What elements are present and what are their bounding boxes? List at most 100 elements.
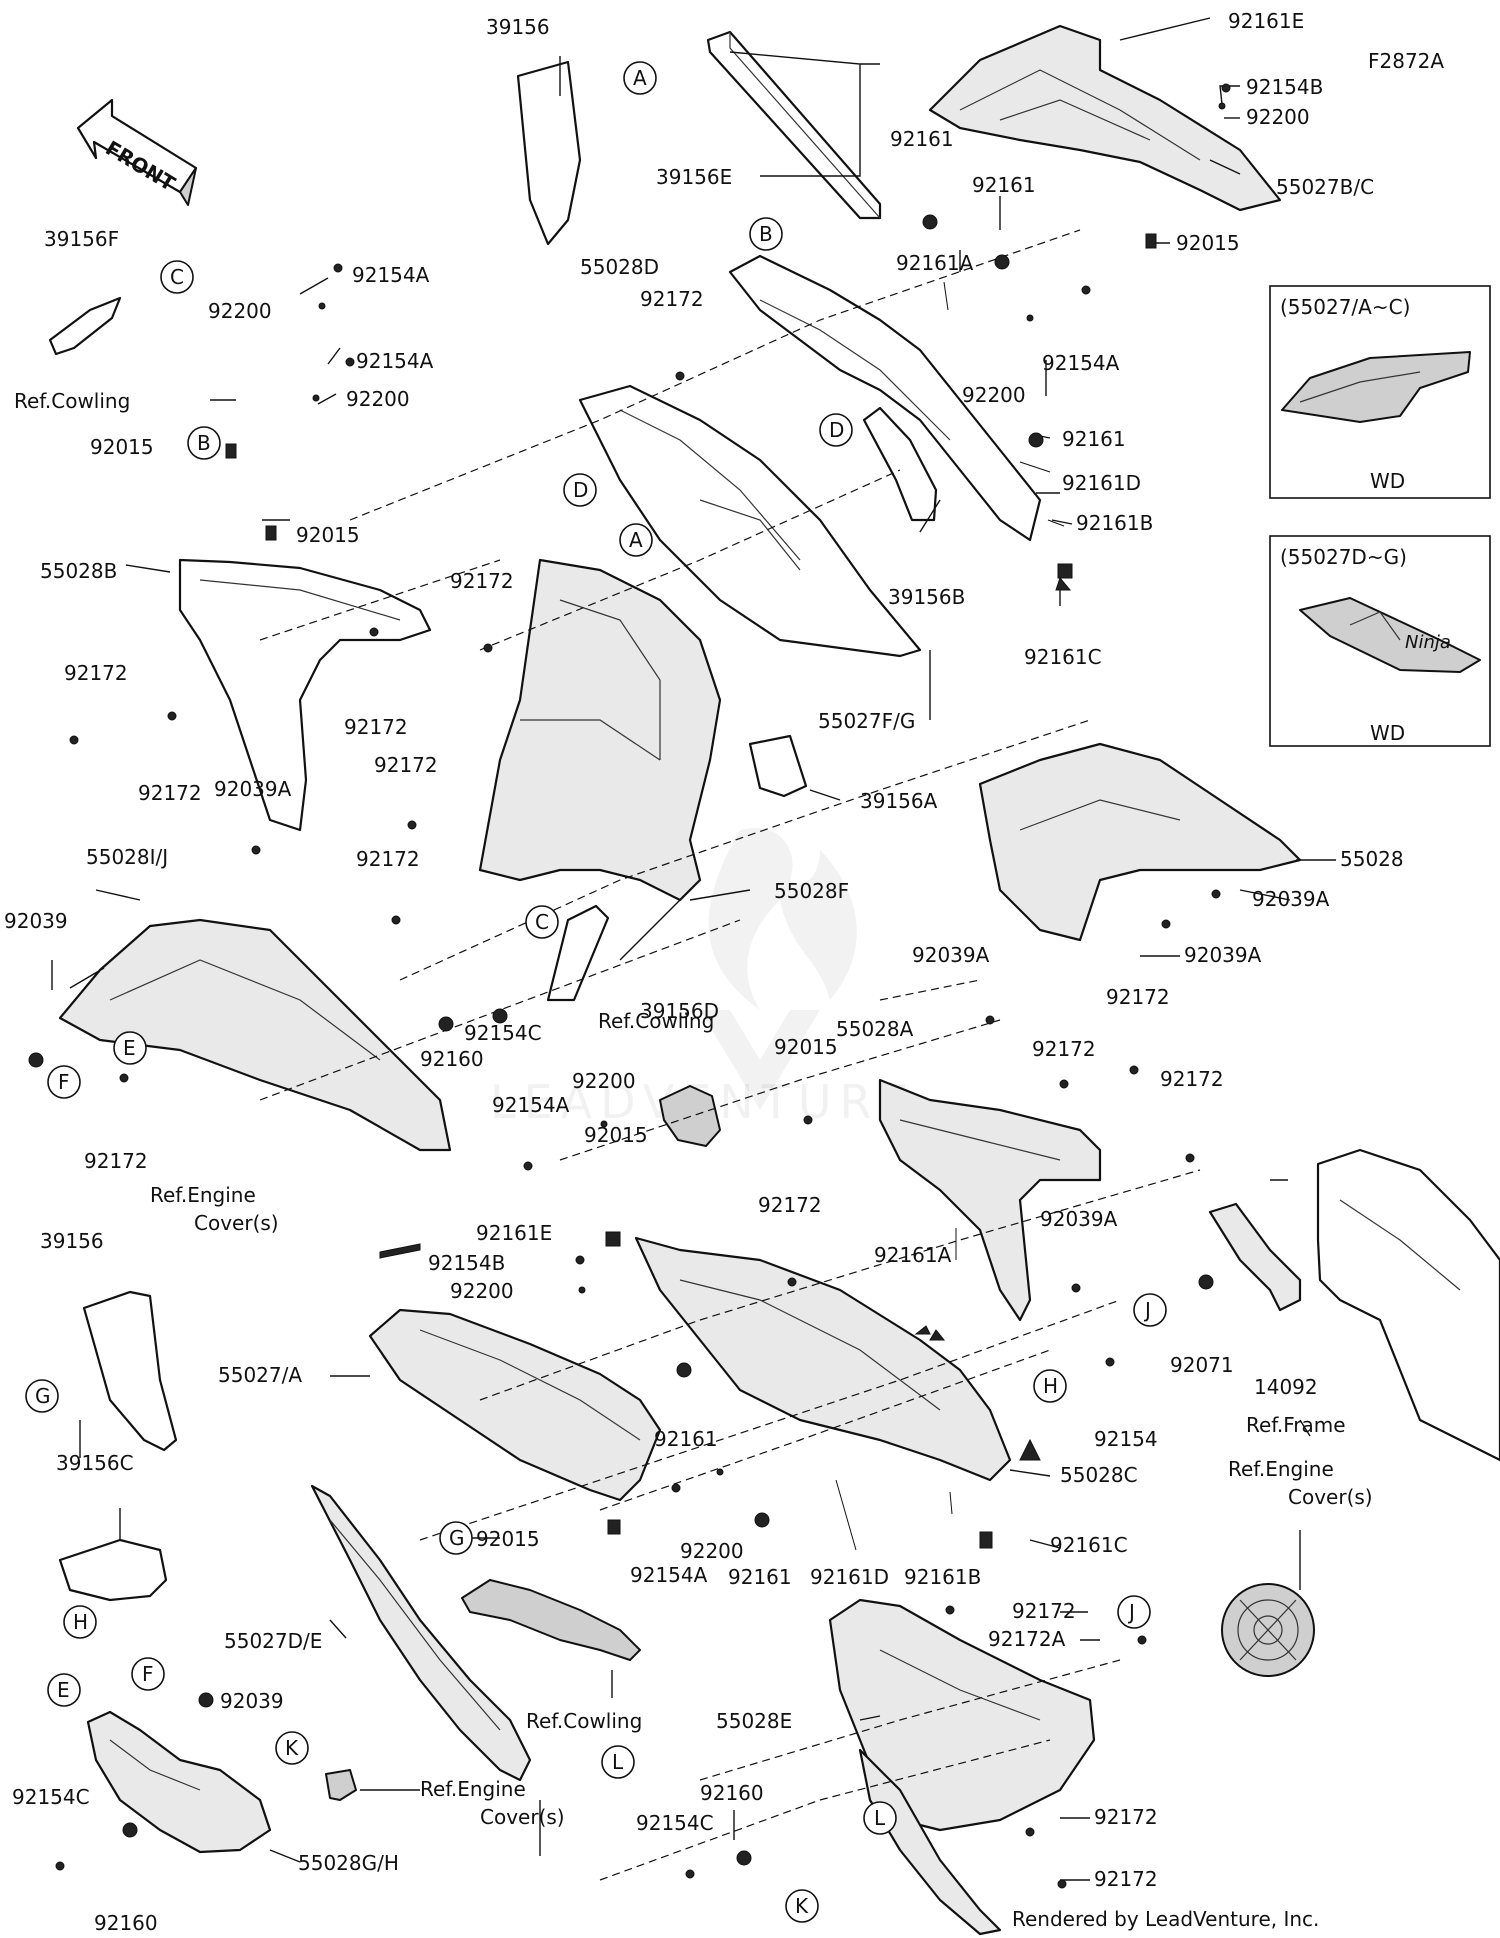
part-label: 92154C: [12, 1785, 90, 1809]
part-label: 92161E: [476, 1221, 552, 1245]
part-label: 55027B/C: [1276, 175, 1374, 199]
inset-caption: WD: [1370, 469, 1405, 493]
pad-39156a: [748, 734, 808, 798]
part-label: 92200: [450, 1279, 514, 1303]
part-label: 92172: [1160, 1067, 1224, 1091]
ref-engine-bracket: [325, 1769, 357, 1801]
part-label: Cover(s): [480, 1805, 565, 1829]
part-label: 92015: [774, 1035, 838, 1059]
part-label: 92015: [476, 1527, 540, 1551]
part-label: Ref.Cowling: [14, 389, 130, 413]
part-label: 92172: [758, 1193, 822, 1217]
callout-f-1: [47, 1065, 81, 1099]
part-label: 39156B: [888, 585, 965, 609]
parts-drawings: [48, 24, 1500, 1936]
part-label: 39156: [40, 1229, 104, 1253]
part-label: 92172: [1012, 1599, 1076, 1623]
part-label: 39156C: [56, 1451, 134, 1475]
part-label: 55027/A: [218, 1363, 302, 1387]
part-label: Cover(s): [1288, 1485, 1373, 1509]
svg-text:E: E: [57, 1678, 70, 1702]
part-label: 92200: [346, 387, 410, 411]
credit-text: Rendered by LeadVenture, Inc.: [1012, 1907, 1319, 1931]
callout-g-1: [25, 1379, 59, 1413]
part-label: 92200: [962, 383, 1026, 407]
svg-text:A: A: [629, 528, 643, 552]
part-label: 92172: [84, 1149, 148, 1173]
duct-55028f: [478, 558, 722, 902]
cowl-55027de: [310, 1484, 532, 1782]
ref-cowling-bracket: [659, 1085, 721, 1147]
svg-text:E: E: [123, 1036, 136, 1060]
fasteners: [28, 83, 1231, 1889]
part-label: Ref.Cowling: [598, 1009, 714, 1033]
svg-text:F: F: [58, 1070, 70, 1094]
part-label: 55028I/J: [86, 845, 168, 869]
cowl-55027bc: [928, 24, 1282, 212]
callout-d-1: [819, 413, 853, 447]
part-label: 55028E: [716, 1709, 792, 1733]
callout-d-2: [563, 473, 597, 507]
callout-k-1: [275, 1731, 309, 1765]
part-label: 92154A: [352, 263, 430, 287]
part-label: 39156: [486, 15, 550, 39]
svg-text:D: D: [829, 418, 844, 442]
svg-text:L: L: [612, 1750, 624, 1774]
pad-39156b: [862, 406, 938, 522]
part-label: 92161: [728, 1565, 792, 1589]
part-label: 92161C: [1024, 645, 1102, 669]
part-label: 55028C: [1060, 1463, 1138, 1487]
pad-39156-top: [516, 60, 582, 246]
part-label: 92039A: [1184, 943, 1262, 967]
callout-e-1: [113, 1031, 147, 1065]
ref-frame: [1316, 1148, 1500, 1462]
part-label: 92161: [1062, 427, 1126, 451]
part-label: 92172: [1032, 1037, 1096, 1061]
part-label: 92172: [356, 847, 420, 871]
callout-a-1: [623, 61, 657, 95]
part-label: 92039A: [1040, 1207, 1118, 1231]
part-label: 92154A: [630, 1563, 708, 1587]
svg-text:G: G: [449, 1526, 465, 1550]
part-label: 55028F: [774, 879, 849, 903]
pad-39156c: [58, 1538, 168, 1602]
bracket-55028a: [878, 1078, 1102, 1322]
inset-title: (55027D~G): [1280, 545, 1407, 569]
part-label: 55028G/H: [298, 1851, 399, 1875]
front-arrow-icon: FRONT: [76, 98, 198, 206]
callout-c-1: [160, 260, 194, 294]
part-label: 92015: [296, 523, 360, 547]
part-label: 92039A: [214, 777, 292, 801]
callout-b-1: [749, 217, 783, 251]
callout-l-1: [601, 1745, 635, 1779]
svg-text:F: F: [142, 1662, 154, 1686]
part-label: 55028D: [580, 255, 659, 279]
pad-39156e: [706, 30, 882, 220]
part-label: 92172: [640, 287, 704, 311]
svg-text:K: K: [795, 1894, 809, 1918]
inset-55027-a-c: (55027/A~C) WD: [1269, 285, 1491, 499]
ref-engine-cover-round: [1221, 1583, 1315, 1677]
part-label: 55028: [1340, 847, 1404, 871]
part-label: 92172: [344, 715, 408, 739]
part-label: 55028B: [40, 559, 117, 583]
cover-55028ij: [58, 918, 452, 1152]
part-label: 92154C: [636, 1811, 714, 1835]
part-label: 92161B: [904, 1565, 981, 1589]
part-label: 92161A: [874, 1243, 952, 1267]
callout-g-2: [439, 1521, 473, 1555]
part-label: 92154C: [464, 1021, 542, 1045]
part-label: 39156A: [860, 789, 938, 813]
bracket-55028c: [634, 1236, 1012, 1482]
part-label: 92200: [572, 1069, 636, 1093]
part-label: 92172A: [988, 1627, 1066, 1651]
part-labels: 39156 92161E 92154B 92200 55027B/C 92015…: [4, 9, 1404, 1935]
svg-text:H: H: [73, 1610, 88, 1634]
callout-l-2: [863, 1801, 897, 1835]
part-label: 92172: [1094, 1867, 1158, 1891]
part-label: 92200: [680, 1539, 744, 1563]
part-label: 92154A: [1042, 351, 1120, 375]
inset-caption: WD: [1370, 721, 1405, 745]
part-label: 92161A: [896, 251, 974, 275]
cover-55028: [978, 742, 1302, 942]
